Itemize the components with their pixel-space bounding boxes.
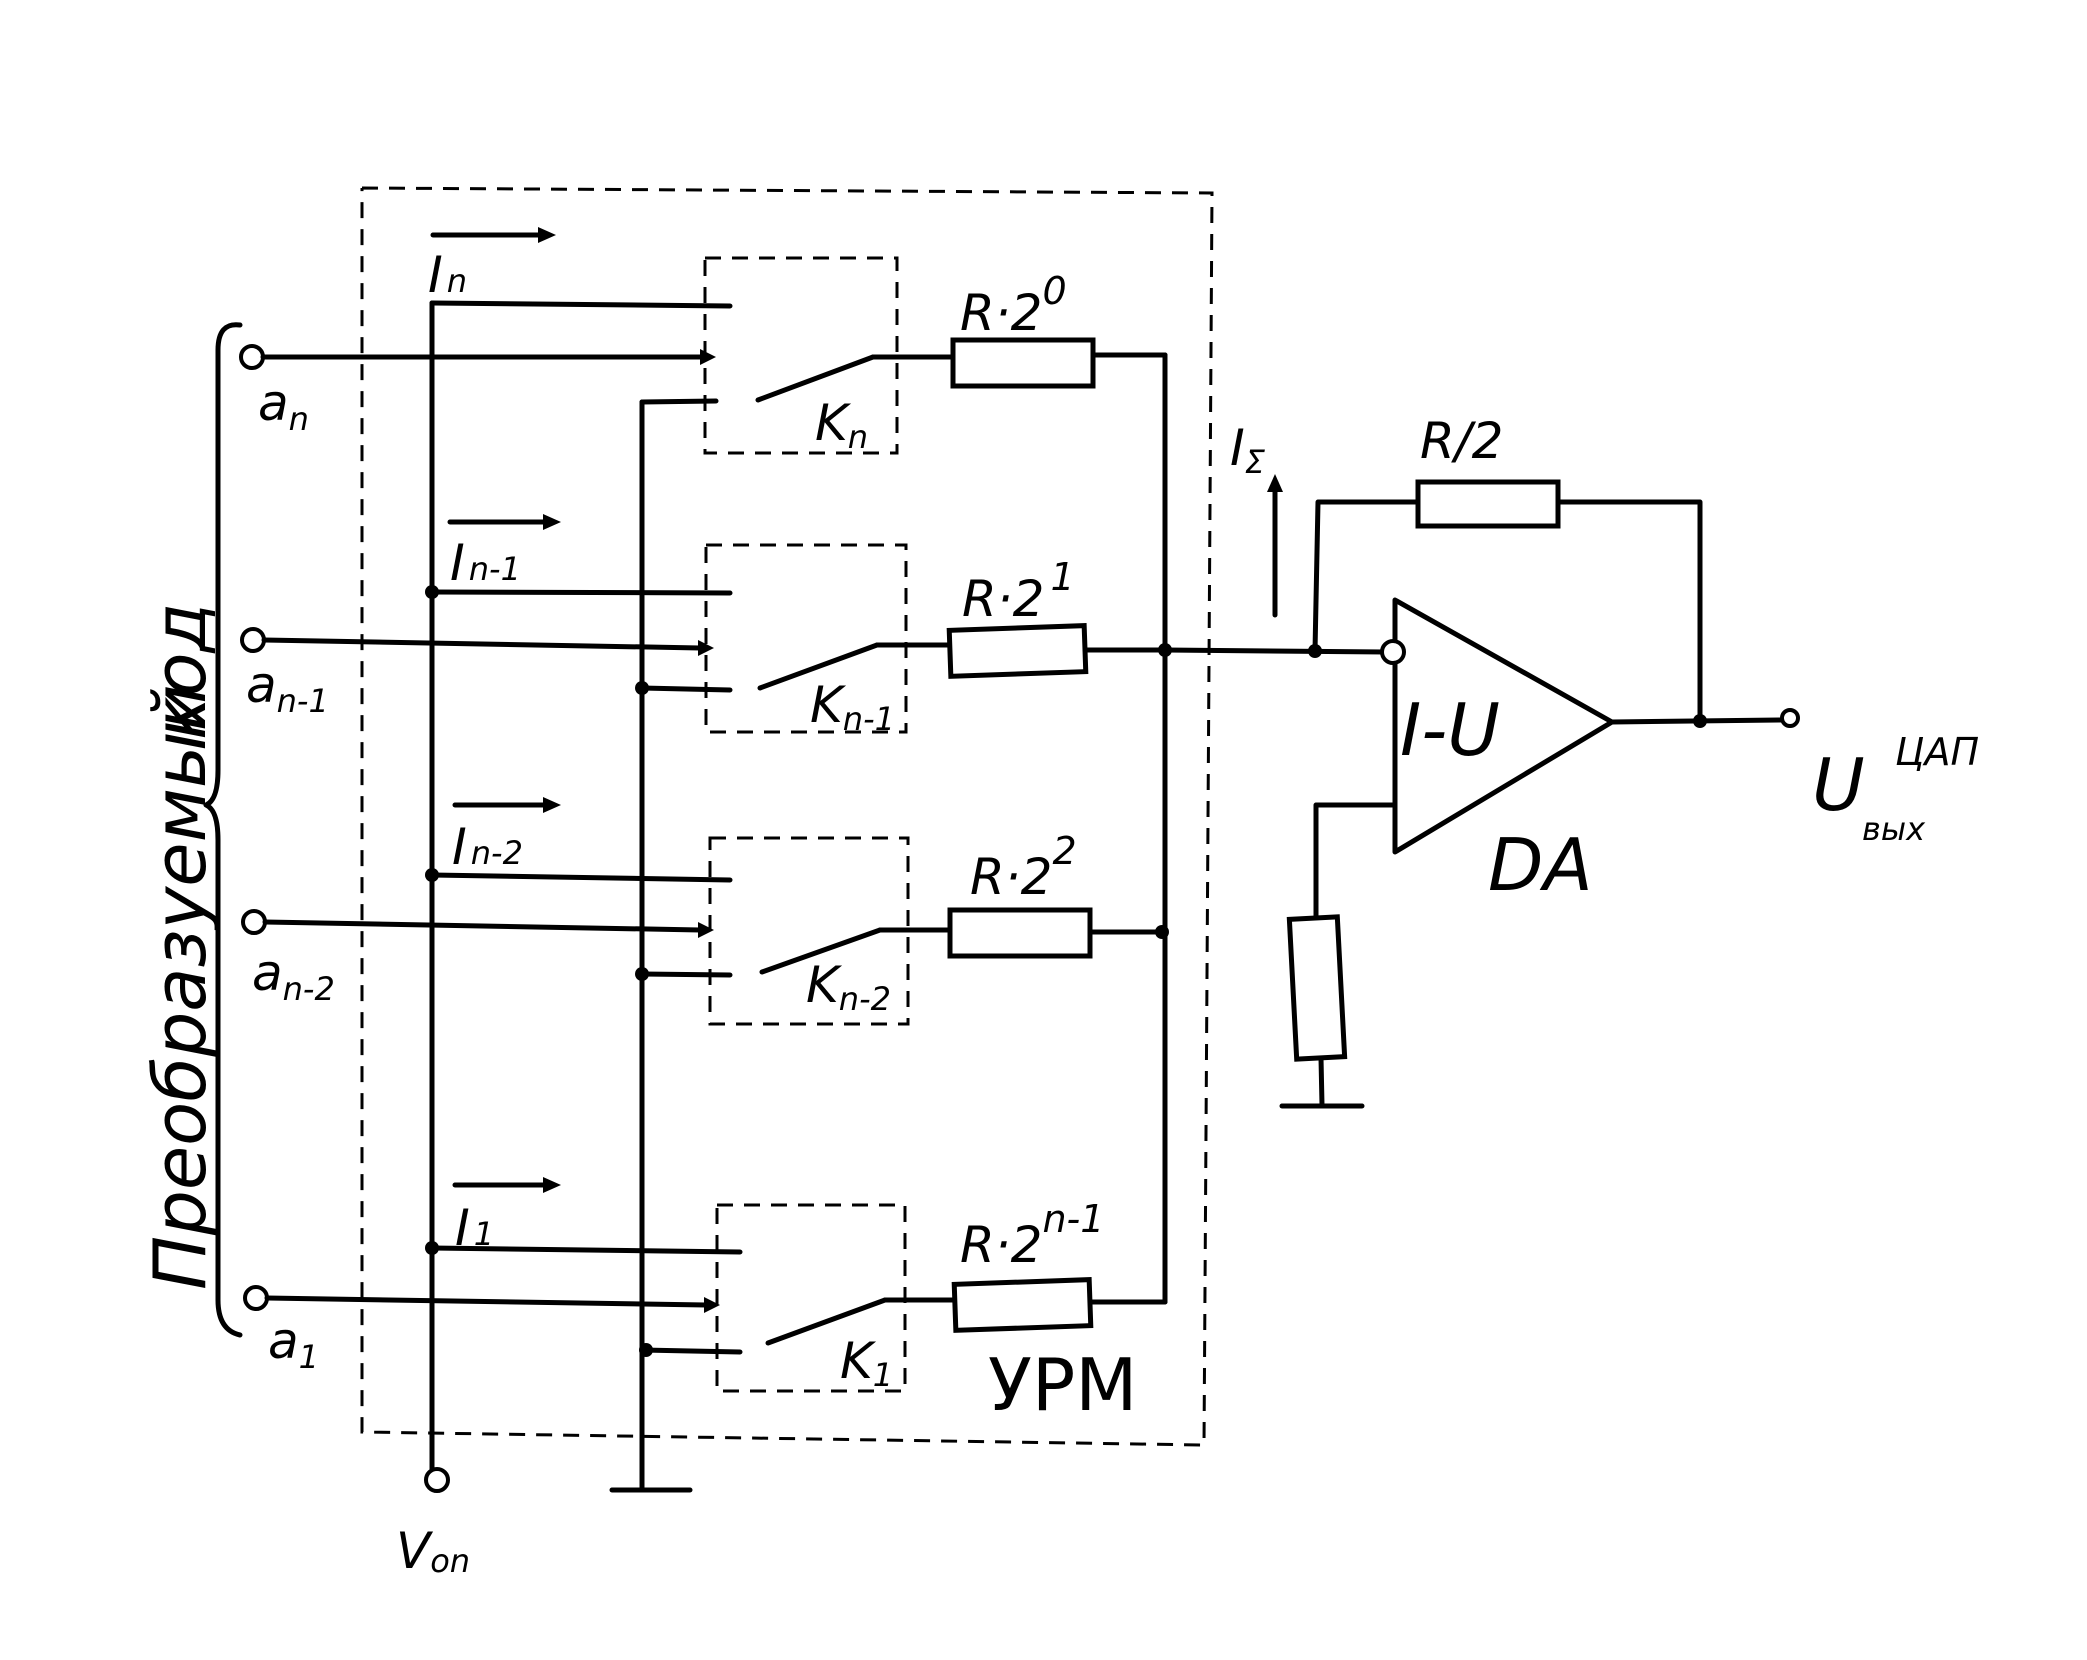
block-label-urm: УРМ [988, 1343, 1137, 1427]
ref-voltage-terminal [424, 1467, 450, 1493]
opamp-name-label: DA [1488, 823, 1593, 907]
switch-label-kn-2: Kn-2 [806, 956, 891, 1018]
urm-block-boundary [360, 186, 1214, 1447]
switch-label-k1: K1 [840, 1332, 893, 1394]
weighted-resistors [870, 337, 1168, 1333]
input-label-a1: a1 [268, 1312, 319, 1376]
switch-label-kn: Kn [815, 394, 868, 456]
summing-bus [1155, 352, 1388, 1305]
input-label-an-2: an-2 [252, 944, 335, 1008]
brace-label-code: код [138, 603, 222, 740]
switches [703, 256, 910, 1393]
input-brace [203, 322, 243, 1338]
feedback-resistor-label: R/2 [1420, 412, 1503, 470]
opamp [1279, 479, 1800, 1109]
inverting-input-terminal [1380, 639, 1406, 665]
output-voltage-sup: ЦАП [1895, 730, 1979, 774]
input-label-an: an [258, 374, 309, 438]
reference-voltage-bus [424, 300, 743, 1493]
ground-bus [609, 398, 743, 1493]
output-terminal [1780, 708, 1800, 728]
brace-label-converted: Преобразуемый [138, 684, 222, 1290]
digital-inputs [239, 344, 720, 1313]
sum-current-label: IΣ [1230, 419, 1266, 481]
ground-resistor [1286, 914, 1348, 1062]
input-label-an-1: an-1 [246, 656, 329, 720]
output-voltage-label: U [1812, 743, 1865, 827]
resistor-label-r2-0: R·20 [960, 269, 1067, 342]
resistor-label-r2-n-1: R·2n-1 [960, 1197, 1104, 1274]
output-voltage-sub: вых [1862, 810, 1926, 848]
current-arrows [430, 227, 561, 1193]
resistor-label-r2-2: R·22 [970, 829, 1077, 906]
opamp-function-label: I-U [1400, 688, 1500, 772]
switch-label-kn-1: Kn-1 [810, 676, 895, 738]
feedback-resistor [1415, 479, 1561, 529]
ref-voltage-label: Von [396, 1522, 470, 1580]
